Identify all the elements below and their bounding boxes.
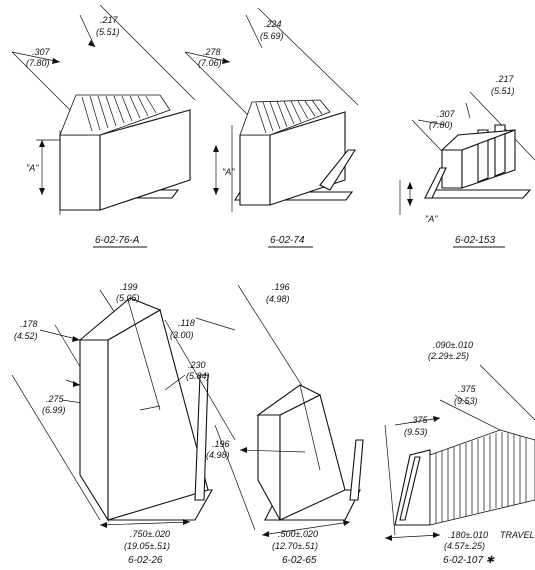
dim-text: (7.80) [26, 58, 50, 68]
dim-text: (4.98) [206, 450, 230, 460]
ref-label: "A" [26, 163, 39, 173]
figure-6-02-76-a: .217 (5.51) .307 (7.80) "A" 6-02-76-A [11, 4, 196, 248]
figure-6-02-65: .196 (4.98) .118 (3.00) .196 (4.98) .500… [164, 282, 364, 566]
dim-text: (3.00) [170, 330, 194, 340]
dim-text: .178 [20, 319, 38, 329]
figure-6-02-74: .224 (5.69) .278 (7.06) "A" 6-02-74 [184, 7, 359, 248]
dim-text: .217 [100, 15, 119, 25]
part-number-label: 6-02-74 [270, 235, 305, 246]
dim-text: .196 [212, 439, 230, 449]
dim-text: .278 [203, 47, 221, 57]
dim-text: .500±.020 [278, 529, 318, 539]
dim-text: (2.29±.25) [428, 351, 469, 361]
dim-text: (4.57±.25) [444, 541, 485, 551]
part-number-label: 6-02-26 [128, 555, 163, 565]
dim-text: (5.05) [116, 293, 140, 303]
dim-text: .307 [32, 47, 51, 57]
dim-text: .118 [178, 318, 195, 328]
dim-text: (4.98) [266, 294, 290, 304]
dim-text: (7.06) [198, 58, 222, 68]
dim-text: (6.99) [42, 405, 66, 415]
dim-text: (5.51) [96, 27, 120, 37]
figure-6-02-153: .217 (5.51) .307 (7.80) "A" 6-02-153 [399, 74, 535, 248]
dim-text: (5.69) [260, 31, 284, 41]
ref-label: "A" [425, 214, 438, 224]
dim-text: (7.80) [429, 120, 453, 130]
dim-text: (9.53) [404, 427, 428, 437]
dim-text: .180±.010 [448, 530, 488, 540]
dim-text: (19.05±.51) [124, 541, 170, 551]
dim-text: (9.53) [454, 396, 478, 406]
dim-text: .224 [264, 19, 282, 29]
dim-text: .750±.020 [130, 529, 170, 539]
dim-text: .196 [272, 282, 290, 292]
part-number-label: 6-02-65 [282, 555, 317, 565]
part-number-label: 6-02-107 ✱ [443, 555, 495, 565]
dim-text: .307 [437, 109, 456, 119]
dim-text: .275 [46, 394, 65, 404]
dim-text: .375 [458, 384, 477, 394]
part-number-label: 6-02-153 [455, 235, 495, 246]
dim-text: .217 [496, 74, 515, 84]
dim-text: .375 [410, 415, 429, 425]
dim-text: (5.51) [491, 86, 515, 96]
dim-text: .090±.010 [433, 340, 473, 350]
dim-text: (12.70±.51) [272, 541, 318, 551]
figure-6-02-107: .090±.010 (2.29±.25) .375 (9.53) .375 (9… [384, 340, 535, 566]
dim-text: .199 [120, 282, 138, 292]
ref-label: "A" [222, 167, 235, 177]
figure-6-02-26: .199 (5.05) .178 (4.52) .230 (5.84) .275… [11, 282, 213, 566]
dim-text: (4.52) [14, 331, 38, 341]
dim-text: .230 [188, 360, 206, 370]
part-number-label: 6-02-76-A [95, 235, 140, 246]
note-label: TRAVEL [500, 530, 535, 540]
